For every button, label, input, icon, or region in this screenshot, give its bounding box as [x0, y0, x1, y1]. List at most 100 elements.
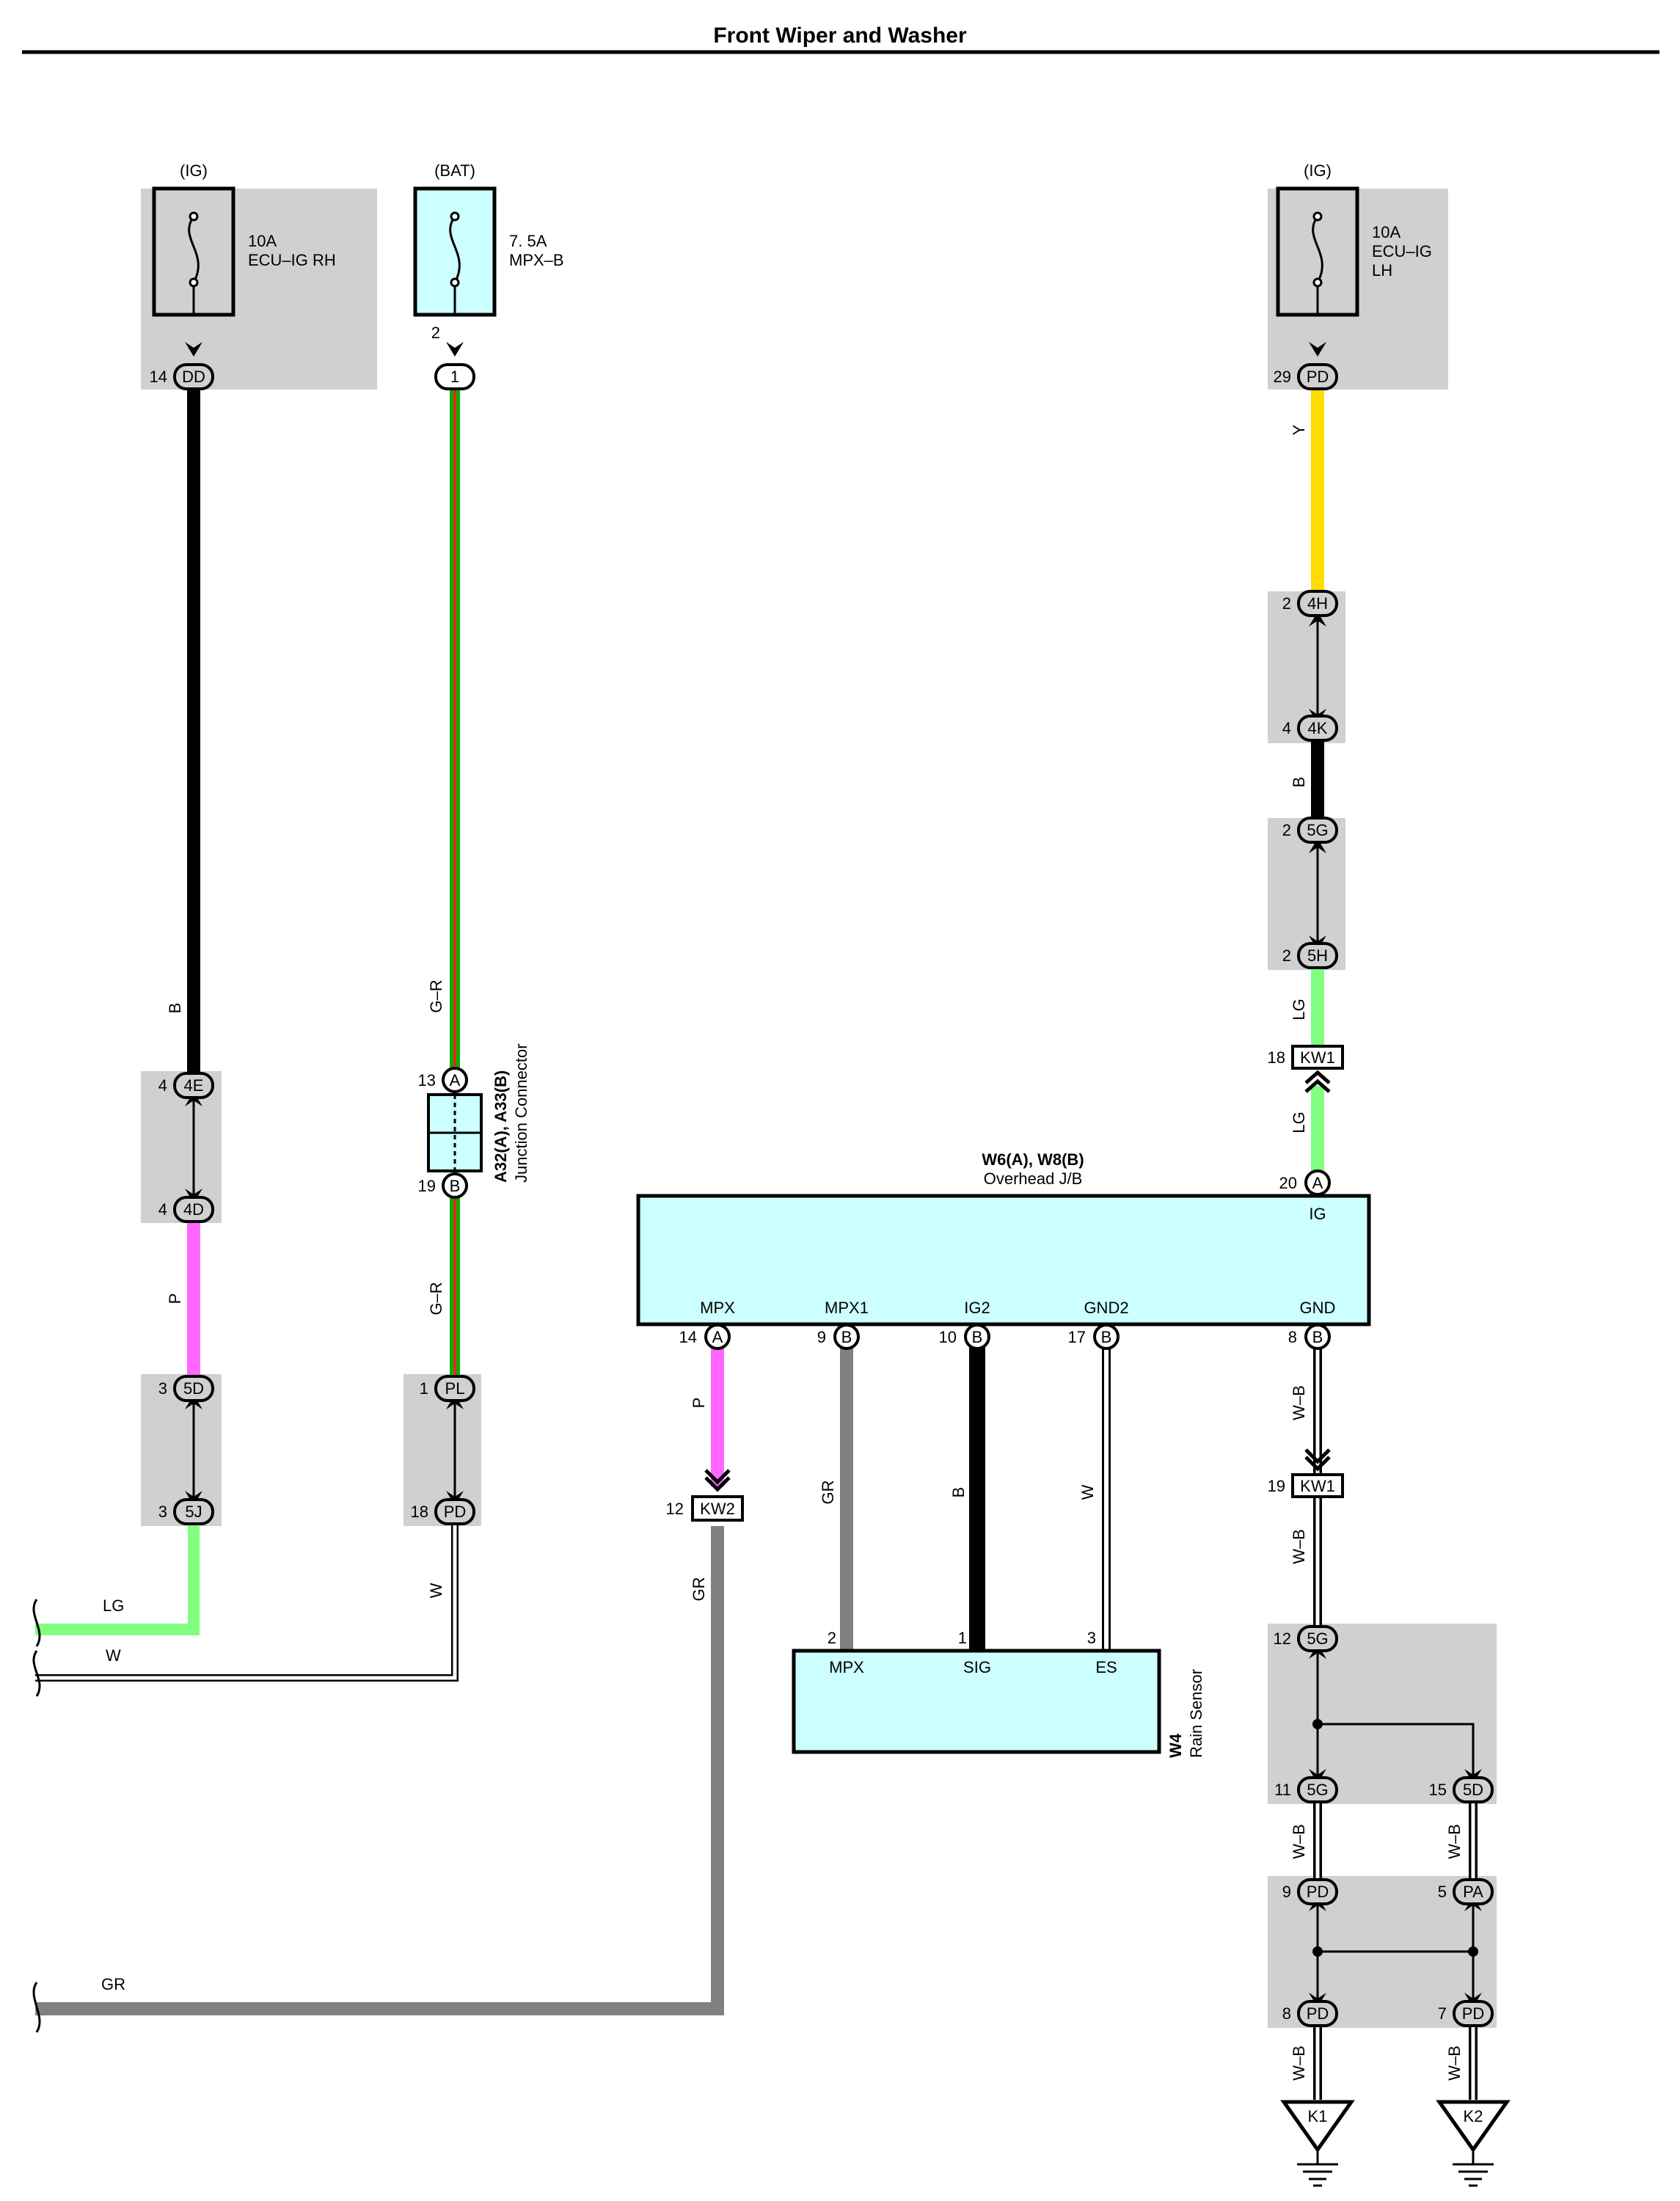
connector-5d-15: 5D 15 — [1429, 1776, 1494, 1803]
wire-label: G–R — [427, 979, 445, 1012]
connector-pin: 7 — [1438, 2004, 1447, 2023]
wire-label: G–R — [427, 1282, 445, 1315]
fuse-pin-number: 2 — [431, 324, 440, 342]
fuse-mpx-b: (BAT) 7. 5A MPX–B 2 — [413, 161, 564, 342]
connector-pin: 3 — [158, 1503, 167, 1521]
jc-pin-a: 13 — [418, 1071, 436, 1089]
connector-pin: 4 — [1282, 719, 1291, 737]
connector-4k: 4K 4 — [1282, 715, 1338, 742]
connector-4h: 4H 2 — [1282, 590, 1338, 617]
wire-label: W–B — [1445, 1824, 1464, 1859]
wires — [35, 389, 1478, 2100]
junction-kw1-19: KW1 19 — [1268, 1448, 1344, 1498]
wire-w-col2 — [35, 1523, 459, 1682]
connector-4e: 4E 4 — [158, 1072, 214, 1099]
wire-label: W–B — [1290, 1529, 1308, 1564]
wire-label: W — [1078, 1484, 1097, 1500]
fuse-supply-label: (IG) — [1304, 161, 1332, 180]
wire-label: W–B — [1290, 2045, 1308, 2081]
sensor-pin-es: 3 — [1087, 1629, 1096, 1647]
junction-kw1-18: KW1 18 — [1268, 1045, 1344, 1093]
jb-ig-label: IG — [1309, 1205, 1326, 1223]
fuse-supply-label: (IG) — [180, 161, 208, 180]
connector-pin: 2 — [1282, 821, 1291, 839]
fuse-rating: 10A — [1372, 223, 1400, 241]
connector-pin: 2 — [1282, 946, 1291, 965]
sensor-label-sig: SIG — [963, 1658, 991, 1676]
wire-label: LG — [1290, 1112, 1308, 1133]
junction-connector: A 13 B 19 A32(A), A33(B) Junction Connec… — [418, 1043, 530, 1199]
fuse-rating: 7. 5A — [509, 232, 547, 250]
fuse-ecu-ig-lh: (IG) 10A ECU–IG LH — [1276, 161, 1432, 317]
connector-pin: 9 — [1282, 1883, 1291, 1901]
kw2-pin: 12 — [666, 1500, 684, 1518]
ground-label: K2 — [1464, 2107, 1483, 2125]
jc-ref: A32(A), A33(B) — [492, 1070, 510, 1183]
jb-name: Overhead J/B — [984, 1169, 1083, 1188]
jb-pin-mpx1: 9 — [817, 1328, 826, 1346]
connector-code: DD — [182, 368, 205, 386]
wire-label: B — [166, 1003, 184, 1014]
connector-code: PD — [1462, 2004, 1485, 2023]
connector-code: 5G — [1307, 821, 1328, 839]
connector-dd: DD 14 — [150, 363, 214, 390]
connector-pin: 2 — [1282, 594, 1291, 613]
fuse-supply-label: (BAT) — [434, 161, 475, 180]
connector-pin: 4 — [158, 1200, 167, 1219]
wire-lg-col1 — [35, 1523, 200, 1635]
sensor-pin-mpx: 2 — [828, 1629, 836, 1647]
connector-code: PD — [1307, 368, 1329, 386]
connector-pd-8: PD 8 — [1282, 2000, 1338, 2027]
junction-kw2: KW2 12 — [666, 1469, 744, 1522]
jb-label-gnd: GND — [1300, 1299, 1336, 1317]
ground-k2: K2 — [1436, 2100, 1511, 2187]
connector-pin: 29 — [1274, 368, 1291, 386]
connector-pd-18: PD 18 — [411, 1498, 475, 1525]
kw1-code: KW1 — [1300, 1048, 1335, 1067]
sensor-pin-sig: 1 — [958, 1629, 967, 1647]
connector-code: 4K — [1308, 719, 1328, 737]
sensor-name: Rain Sensor — [1187, 1669, 1205, 1758]
connector-pin: 3 — [158, 1379, 167, 1398]
kw1-pin: 18 — [1268, 1048, 1285, 1067]
connector-code: 5G — [1307, 1781, 1328, 1799]
connector-code: 5J — [185, 1503, 202, 1521]
wire-label: LG — [1290, 999, 1308, 1020]
connector-code: PL — [445, 1379, 465, 1398]
sensor-label-mpx: MPX — [829, 1658, 864, 1676]
edge-label-gr: GR — [101, 1975, 125, 1993]
connector-code: PD — [1307, 2004, 1329, 2023]
wire-labels: B P G–R G–R W Y B LG LG P GR B W W–B GR … — [166, 424, 1464, 2081]
connector-pin: 1 — [420, 1379, 428, 1398]
connector-pin: 14 — [150, 368, 167, 386]
connector-code: 5G — [1307, 1629, 1328, 1648]
wire-label: W–B — [1290, 1824, 1308, 1859]
wire-label: Y — [1290, 424, 1308, 435]
jc-code-a: A — [450, 1071, 461, 1089]
jb-label-mpx1: MPX1 — [825, 1299, 869, 1317]
connector-code: 5D — [1463, 1781, 1483, 1799]
page-break-marks — [32, 1599, 41, 2033]
connector-pl: PL 1 — [420, 1375, 475, 1402]
connector-pd-7: PD 7 — [1438, 2000, 1494, 2027]
fuse-rating: 10A — [248, 232, 277, 250]
connector-4d: 4D 4 — [158, 1196, 214, 1223]
jb-ig-pin: 20 — [1279, 1174, 1297, 1192]
connector-code: PD — [1307, 1883, 1329, 1901]
wire-gr-long — [35, 1526, 724, 2015]
sensor-ref: W4 — [1166, 1733, 1185, 1758]
jb-label-mpx: MPX — [700, 1299, 735, 1317]
rain-sensor: MPX SIG ES 2 1 3 W4 Rain Sensor — [792, 1629, 1205, 1758]
wire-label: GR — [690, 1577, 708, 1602]
connector-5j: 5J 3 — [158, 1498, 214, 1525]
connector-5g-11: 5G 11 — [1274, 1776, 1338, 1803]
ground-k1: K1 — [1280, 2100, 1355, 2187]
connector-5g-12: 5G 12 — [1274, 1625, 1338, 1652]
connector-pa-5: PA 5 — [1438, 1878, 1494, 1905]
kw2-code: KW2 — [700, 1500, 735, 1518]
fuse-name-line2: LH — [1372, 261, 1392, 280]
wire-w-b-gnd — [1313, 1341, 1478, 2100]
jb-code-gnd2: B — [1101, 1328, 1112, 1346]
kw1-pin: 19 — [1268, 1477, 1285, 1495]
